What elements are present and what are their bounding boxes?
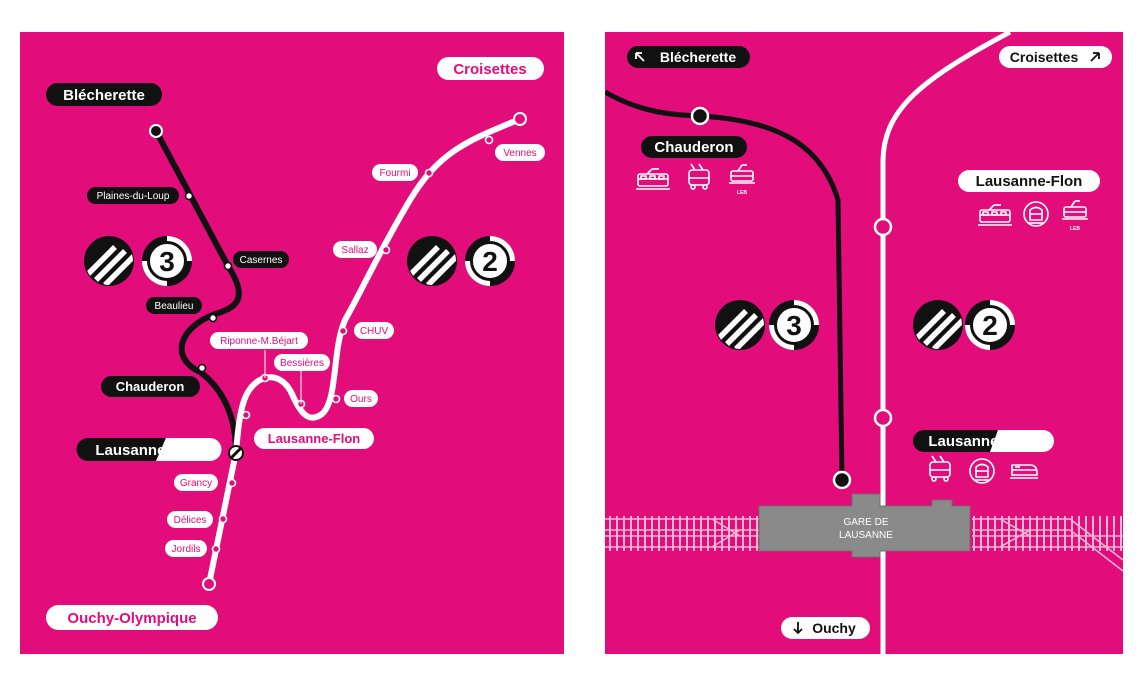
svg-text:Lausanne-Flon: Lausanne-Flon xyxy=(976,173,1083,190)
m2-line xyxy=(206,116,523,587)
m3-stop-markers xyxy=(184,191,233,373)
svg-text:Vennes: Vennes xyxy=(503,148,536,159)
direction-blecherette: Blécherette xyxy=(627,46,750,68)
m2-stripe-badge-icon xyxy=(407,236,457,286)
terminal-croisettes-marker xyxy=(513,112,527,126)
overview-map: Blécherette Croisettes Ouchy-Olympique P… xyxy=(20,32,564,654)
label-croisettes: Croisettes xyxy=(437,57,544,80)
arrow-up-left-icon xyxy=(635,52,645,62)
arrow-down-icon xyxy=(793,622,803,635)
label-lausanne-gare-text: Lausanne-Gare xyxy=(95,442,204,459)
leb-train-icon: LEB xyxy=(1061,200,1089,232)
svg-text:CHUV: CHUV xyxy=(360,326,389,337)
svg-text:Chauderon: Chauderon xyxy=(654,139,733,156)
svg-text:Blécherette: Blécherette xyxy=(660,49,736,65)
leb-train-icon: LEB xyxy=(728,164,756,196)
label-chauderon-detail: Chauderon xyxy=(641,136,747,158)
m2-line-badge: 2 xyxy=(463,234,517,288)
svg-text:Riponne-M.Béjart: Riponne-M.Béjart xyxy=(220,336,298,347)
m3-line-badge: 3 xyxy=(140,234,194,288)
label-lausanne-flon-detail: Lausanne-Flon xyxy=(958,170,1100,192)
svg-text:Plaines-du-Loup: Plaines-du-Loup xyxy=(97,191,170,202)
m3-stripe-badge-icon xyxy=(84,236,134,286)
svg-text:Blécherette: Blécherette xyxy=(63,87,145,104)
label-lausanne-gare-detail: Lausanne-Gare xyxy=(913,430,1054,452)
svg-text:Lausanne-Gare: Lausanne-Gare xyxy=(928,433,1037,450)
svg-text:3: 3 xyxy=(786,310,802,341)
m3-stripe-badge-icon xyxy=(715,300,765,350)
label-casernes: Casernes xyxy=(233,251,289,268)
svg-text:LEB: LEB xyxy=(1070,226,1080,232)
label-ouchy-olympique: Ouchy-Olympique xyxy=(46,605,218,630)
svg-text:Ours: Ours xyxy=(350,394,372,405)
m2-line-detail xyxy=(880,32,1012,654)
direction-ouchy: Ouchy xyxy=(781,617,870,639)
svg-text:Grancy: Grancy xyxy=(180,478,212,489)
gare-de-lausanne-building: GARE DE LAUSANNE xyxy=(758,493,971,558)
label-blecherette: Blécherette xyxy=(46,83,162,106)
svg-text:Bessières: Bessières xyxy=(280,358,324,369)
svg-text:Délices: Délices xyxy=(174,515,207,526)
label-delices: Délices xyxy=(167,511,213,528)
svg-text:GARE DE: GARE DE xyxy=(843,517,888,528)
direction-croisettes: Croisettes xyxy=(999,46,1112,68)
svg-text:LEB: LEB xyxy=(737,190,747,196)
svg-text:Casernes: Casernes xyxy=(240,255,283,266)
svg-text:Sallaz: Sallaz xyxy=(341,245,368,256)
gare-m2-marker xyxy=(873,408,893,428)
detail-map: GARE DE LAUSANNE Blécherette Croisettes … xyxy=(605,32,1123,654)
svg-text:Fourmi: Fourmi xyxy=(379,168,410,179)
svg-text:Ouchy-Olympique: Ouchy-Olympique xyxy=(67,610,196,627)
svg-text:Ouchy: Ouchy xyxy=(812,620,856,636)
label-lausanne-gare: Lausanne-Gare xyxy=(76,438,222,461)
m3-line xyxy=(153,128,242,455)
m2-line-badge-detail: 2 xyxy=(963,298,1017,352)
m3-line-detail xyxy=(605,89,845,481)
svg-text:Croisettes: Croisettes xyxy=(1010,49,1079,65)
gare-m3-marker xyxy=(832,470,852,490)
railway-tracks xyxy=(605,516,1123,572)
label-grancy: Grancy xyxy=(174,474,218,491)
chauderon-marker xyxy=(690,106,710,126)
svg-text:2: 2 xyxy=(482,246,498,277)
interchange-gare-marker xyxy=(228,445,244,461)
label-jordils: Jordils xyxy=(165,540,207,557)
label-bessieres: Bessières xyxy=(274,354,330,371)
svg-text:Jordils: Jordils xyxy=(172,544,201,555)
flon-marker xyxy=(873,217,893,237)
arrow-up-right-icon xyxy=(1090,52,1100,62)
label-plaines-du-loup: Plaines-du-Loup xyxy=(87,187,179,204)
label-chuv: CHUV xyxy=(354,322,394,339)
m2-stop-markers xyxy=(211,135,494,554)
label-beaulieu: Beaulieu xyxy=(146,297,202,314)
m2-stripe-badge-icon xyxy=(913,300,963,350)
svg-text:3: 3 xyxy=(159,246,175,277)
m3-line-badge-detail: 3 xyxy=(767,298,821,352)
label-chauderon: Chauderon xyxy=(101,376,200,397)
label-sallaz: Sallaz xyxy=(333,241,377,258)
label-fourmi: Fourmi xyxy=(372,164,418,181)
svg-text:Croisettes: Croisettes xyxy=(453,61,526,78)
svg-text:Lausanne-Flon: Lausanne-Flon xyxy=(268,431,361,446)
svg-text:Chauderon: Chauderon xyxy=(116,379,185,394)
terminal-ouchy-marker xyxy=(202,577,216,591)
svg-text:2: 2 xyxy=(982,310,998,341)
label-riponne: Riponne-M.Béjart xyxy=(210,332,308,349)
svg-text:LAUSANNE: LAUSANNE xyxy=(839,530,893,541)
leader-lines xyxy=(264,350,302,404)
label-lausanne-flon: Lausanne-Flon xyxy=(254,428,374,449)
label-vennes: Vennes xyxy=(495,144,545,161)
label-ours: Ours xyxy=(344,390,378,407)
terminal-blecherette-marker xyxy=(149,124,163,138)
svg-text:Beaulieu: Beaulieu xyxy=(155,301,194,312)
